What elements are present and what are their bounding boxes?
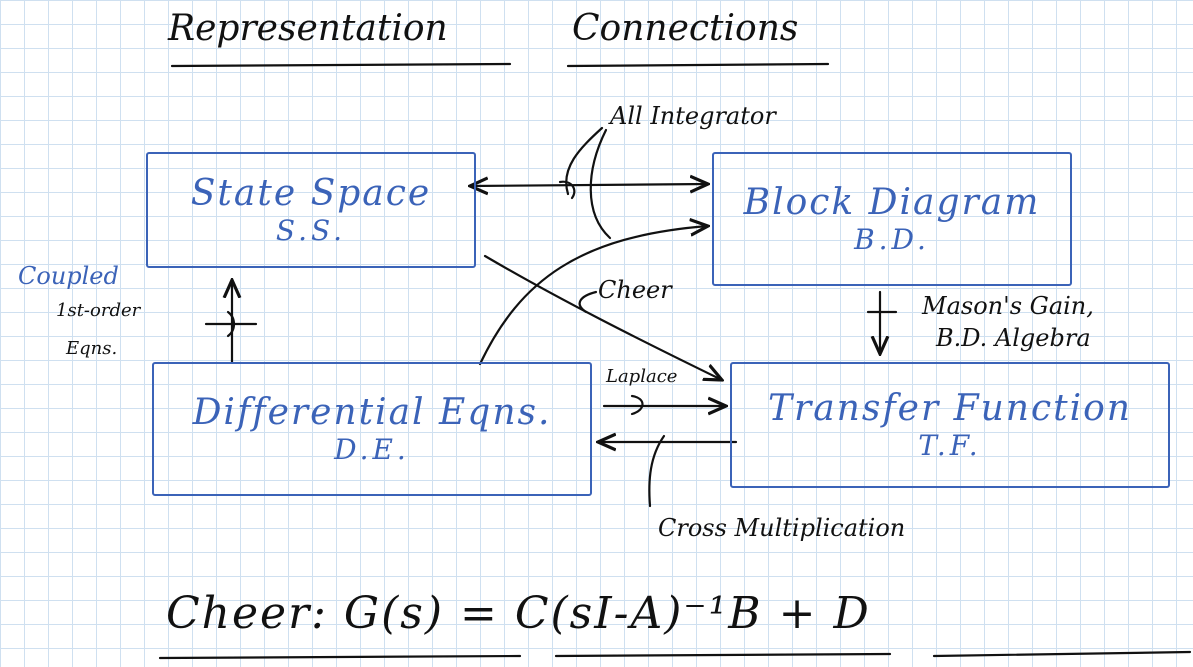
node-differential-eqns-name: Differential Eqns. <box>192 391 552 433</box>
node-block-diagram-abbr: B.D. <box>854 222 930 256</box>
formula-cheer: Cheer: G(s) = C(sI-A)⁻¹B + D <box>166 588 871 639</box>
formula-underline-2 <box>554 652 892 658</box>
node-differential-eqns: Differential Eqns. D.E. <box>152 362 592 496</box>
underline-representation <box>170 62 512 68</box>
label-all-integrator: All Integrator <box>610 102 776 130</box>
heading-connections: Connections <box>572 8 799 49</box>
label-bd-algebra: B.D. Algebra <box>936 324 1091 352</box>
node-block-diagram-name: Block Diagram <box>743 181 1041 223</box>
node-state-space-abbr: S.S. <box>275 213 347 247</box>
node-transfer-function-name: Transfer Function <box>768 387 1132 429</box>
node-state-space-name: State Space <box>190 172 432 214</box>
node-block-diagram: Block Diagram B.D. <box>712 152 1072 286</box>
node-state-space: State Space S.S. <box>146 152 476 268</box>
all-integrator-pointer-1 <box>565 126 604 196</box>
label-coupled: Coupled <box>18 262 119 290</box>
arrow-ss-tf <box>483 254 722 380</box>
arrow-de-bd <box>478 226 708 366</box>
node-differential-eqns-abbr: D.E. <box>334 432 410 466</box>
coupled-hook <box>226 310 236 338</box>
node-transfer-function-abbr: T.F. <box>918 428 982 462</box>
node-transfer-function: Transfer Function T.F. <box>730 362 1170 488</box>
label-masons-gain: Mason's Gain, <box>922 292 1094 320</box>
label-eqns: Eqns. <box>66 338 118 359</box>
underline-connections <box>566 62 830 68</box>
all-integrator-tick <box>558 180 576 200</box>
formula-underline-1 <box>158 654 522 660</box>
label-first-order: 1st-order <box>56 300 141 321</box>
laplace-tick <box>630 394 644 416</box>
formula-underline-3 <box>932 650 1192 658</box>
cheer-pointer <box>578 290 598 314</box>
label-laplace: Laplace <box>606 366 678 387</box>
label-cheer: Cheer <box>598 276 672 304</box>
all-integrator-pointer-2 <box>589 128 612 240</box>
heading-representation: Representation <box>168 8 448 49</box>
cross-mult-pointer <box>648 434 666 508</box>
arrow-ss-bd <box>470 184 708 186</box>
label-cross-multiplication: Cross Multiplication <box>658 514 906 542</box>
